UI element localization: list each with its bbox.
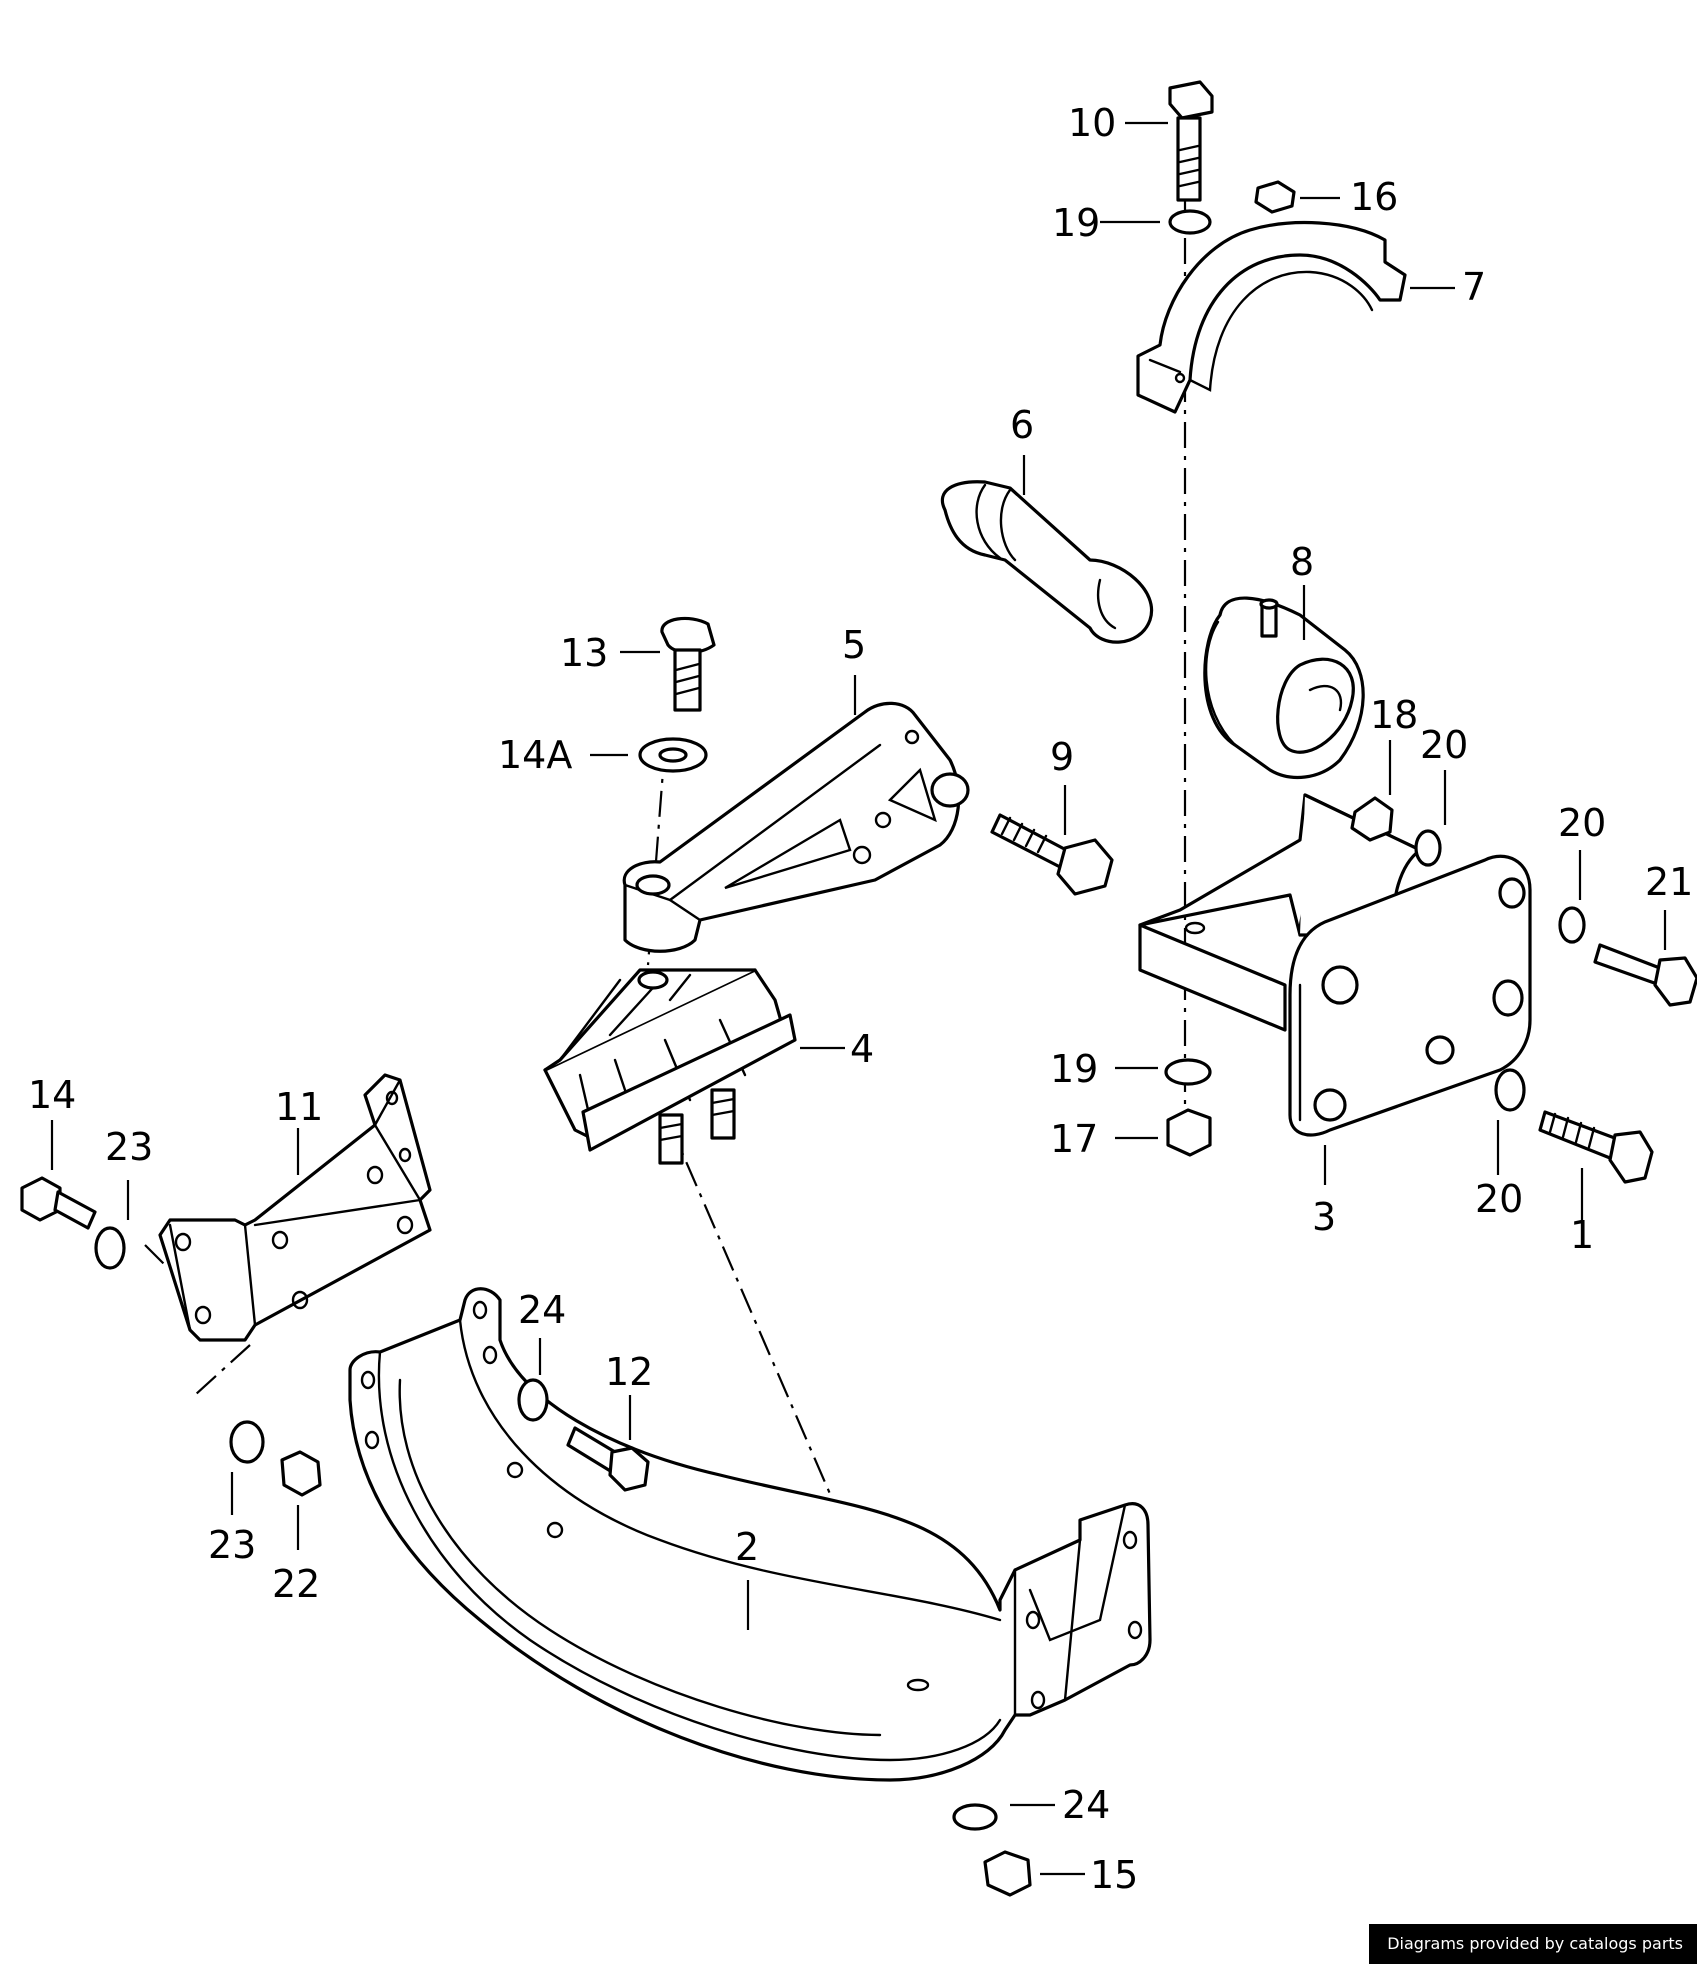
part-8-bushing [1203, 596, 1365, 780]
part-16-nut [1254, 180, 1296, 214]
callout-4: 4 [850, 1027, 874, 1071]
part-15-nut [983, 1850, 1032, 1897]
part-24-washer-a [517, 1378, 549, 1422]
part-23-washer-b [229, 1420, 265, 1464]
part-2-crossmember [348, 1287, 1152, 1782]
part-19-washer-top [1168, 209, 1212, 235]
callout-10: 10 [1068, 101, 1116, 145]
part-14A-washer [638, 737, 708, 773]
part-10-bolt [1168, 80, 1214, 202]
callout-20-c: 20 [1475, 1177, 1523, 1221]
callout-2: 2 [735, 1525, 759, 1569]
callout-20-a: 20 [1420, 723, 1468, 767]
part-9-bolt [990, 813, 1114, 896]
part-12-bolt [566, 1426, 650, 1492]
callout-23-a: 23 [105, 1125, 153, 1169]
part-17-nut [1166, 1108, 1212, 1157]
part-6-pin [940, 480, 1154, 644]
leader-lines [50, 121, 1667, 1876]
callout-1: 1 [1570, 1213, 1594, 1257]
part-23-washer-a [94, 1226, 126, 1270]
callout-6: 6 [1010, 403, 1034, 447]
part-7-clamp [1136, 220, 1407, 414]
callout-13: 13 [560, 631, 608, 675]
part-22-nut [280, 1450, 322, 1497]
callout-15: 15 [1090, 1853, 1138, 1897]
callout-8: 8 [1290, 540, 1314, 584]
callout-19-bottom: 19 [1050, 1047, 1098, 1091]
callout-20-b: 20 [1558, 801, 1606, 845]
callout-19-top: 19 [1052, 201, 1100, 245]
callout-24-a: 24 [518, 1288, 566, 1332]
callout-labels: 1 2 3 4 5 6 7 8 9 10 11 12 13 14 14A 15 … [28, 101, 1693, 1897]
callout-24-b: 24 [1062, 1783, 1110, 1827]
callout-5: 5 [842, 623, 866, 667]
part-3-bracket [1138, 793, 1532, 1137]
part-1-bolt [1538, 1110, 1654, 1184]
callout-14A: 14A [498, 733, 572, 777]
diagram-credit: Diagrams provided by catalogs parts [1369, 1924, 1697, 1964]
part-13-bolt [660, 616, 716, 712]
callout-23-b: 23 [208, 1523, 256, 1567]
callout-3: 3 [1312, 1195, 1336, 1239]
part-5-arm [622, 701, 970, 953]
part-21-bolt [1593, 943, 1697, 1007]
callout-9: 9 [1050, 735, 1074, 779]
callout-16: 16 [1350, 175, 1398, 219]
part-20-washer-b [1558, 906, 1586, 944]
part-18-nut [1350, 796, 1394, 842]
part-14-bolt [20, 1176, 97, 1230]
callout-17: 17 [1050, 1117, 1098, 1161]
callout-22: 22 [272, 1562, 320, 1606]
part-20-washer-c [1494, 1068, 1526, 1112]
part-19-washer-bottom [1164, 1058, 1212, 1086]
part-20-washer-a [1414, 829, 1442, 867]
part-4-mount [543, 968, 797, 1165]
callout-18: 18 [1370, 693, 1418, 737]
part-24-washer-b [952, 1803, 998, 1831]
callout-21: 21 [1645, 860, 1693, 904]
callout-12: 12 [605, 1350, 653, 1394]
callout-11: 11 [275, 1085, 323, 1129]
callout-14: 14 [28, 1073, 76, 1117]
part-11-bracket [158, 1073, 432, 1342]
callout-7: 7 [1462, 265, 1486, 309]
